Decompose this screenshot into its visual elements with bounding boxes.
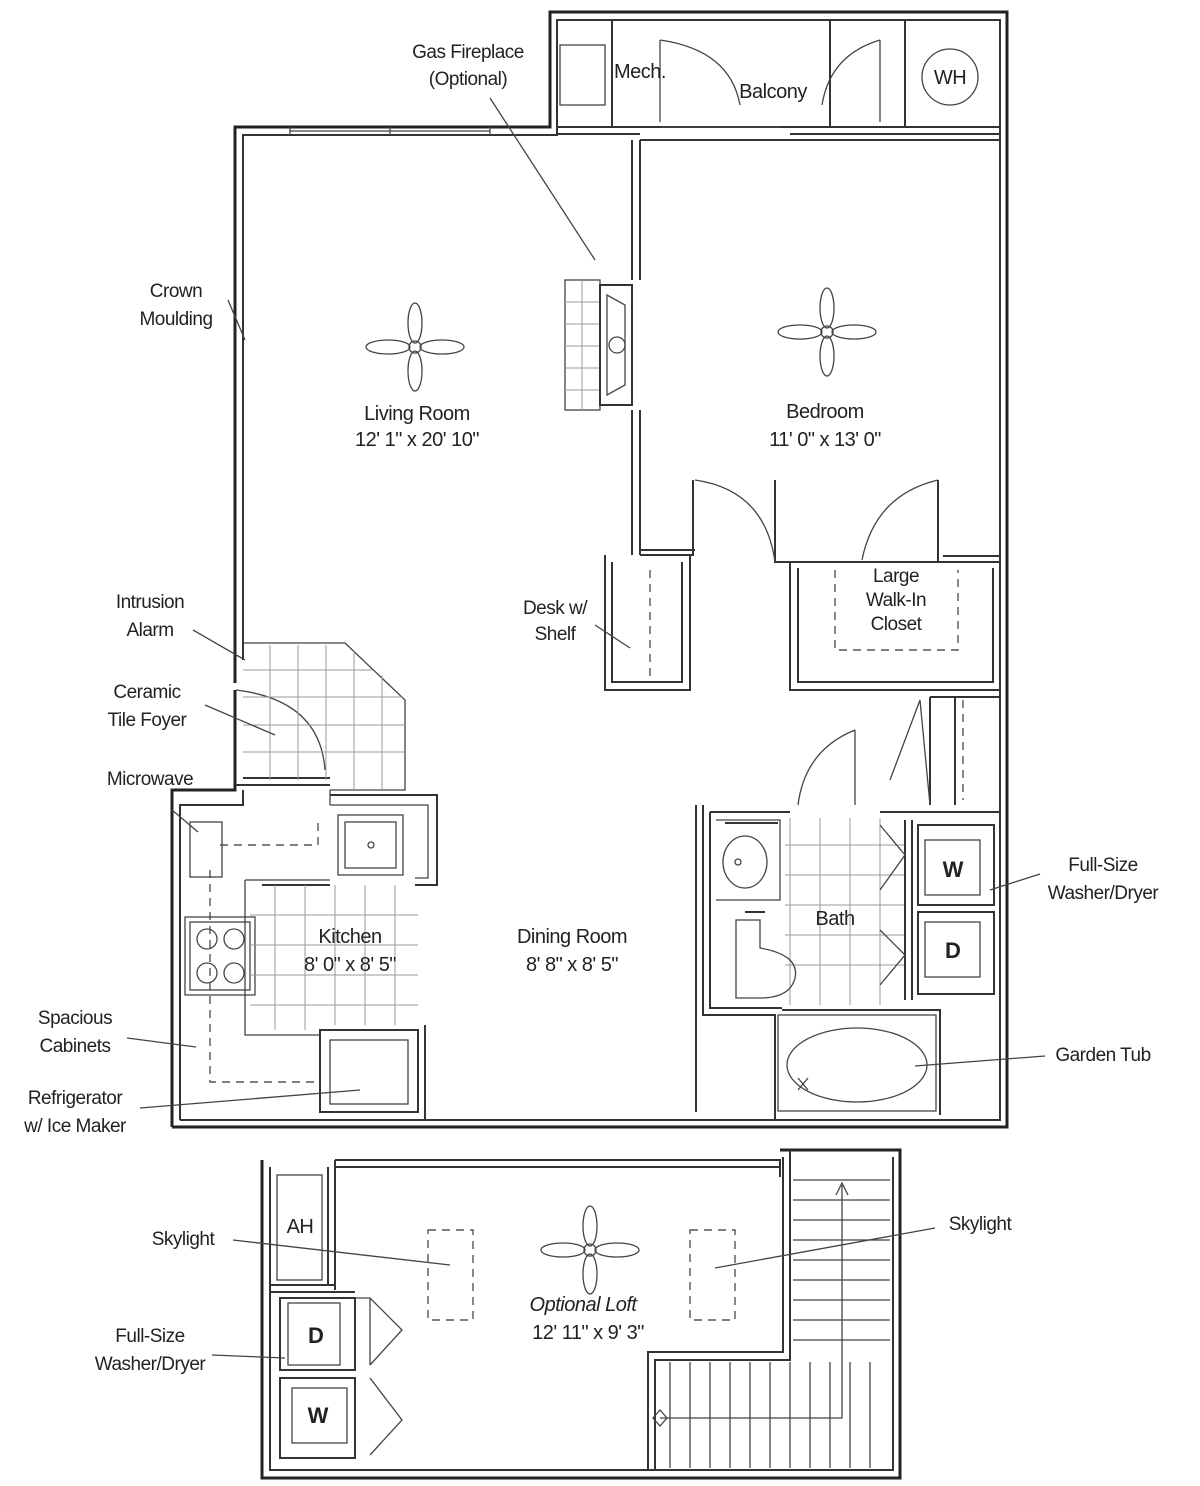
air-handler-label: AH <box>287 1216 314 1238</box>
refrigerator <box>319 1029 419 1113</box>
loft-label: Optional Loft <box>530 1294 639 1316</box>
washer-loft-label: W <box>308 1403 329 1428</box>
microwave <box>189 821 223 878</box>
washer-main-label: W <box>943 857 964 882</box>
fireplace <box>564 279 633 411</box>
crown-moulding-label-1: Crown <box>150 281 202 302</box>
balcony-door-right <box>821 39 881 122</box>
windows <box>289 126 780 135</box>
cooktop <box>184 916 256 996</box>
entry-door <box>235 689 326 771</box>
living-room-label: Living Room <box>364 403 470 425</box>
skylight-right-label: Skylight <box>949 1214 1013 1235</box>
crown-moulding-label-2: Moulding <box>139 309 212 330</box>
water-heater-label: WH <box>934 67 966 89</box>
kitchen-sink <box>337 814 404 876</box>
dryer-main <box>917 911 995 995</box>
room-labels: Living Room 12' 1" x 20' 10" Bedroom 11'… <box>304 61 927 1344</box>
main-floor-walls <box>170 10 1009 1129</box>
kitchen-size: 8' 0" x 8' 5" <box>304 954 396 976</box>
doors <box>235 479 939 806</box>
garden-tub <box>786 1027 928 1103</box>
balcony-door-left <box>659 39 741 122</box>
bath-sink <box>722 835 768 889</box>
bath-area <box>716 818 995 1112</box>
garden-tub-label: Garden Tub <box>1055 1045 1150 1066</box>
bath-label: Bath <box>815 908 854 930</box>
appliance-labels: WH AH W D D W <box>287 67 967 1428</box>
ceiling-fan-icon <box>777 287 877 377</box>
callout-labels: Gas Fireplace (Optional) Crown Moulding … <box>23 42 1160 1375</box>
kitchen-area <box>184 794 438 1113</box>
washer-dryer-loft-label-2: Washer/Dryer <box>95 1354 207 1375</box>
dryer-loft-label: D <box>308 1323 324 1348</box>
dryer-main-label: D <box>945 938 961 963</box>
stairs <box>652 1179 890 1468</box>
kitchen-label: Kitchen <box>318 926 381 948</box>
balcony-area <box>559 39 979 122</box>
water-heater <box>921 48 979 106</box>
dining-room-size: 8' 8" x 8' 5" <box>526 954 618 976</box>
intrusion-alarm-label-1: Intrusion <box>116 592 184 613</box>
ceiling-fan-icon <box>540 1205 640 1295</box>
desk-shelf-label-2: Shelf <box>535 624 577 645</box>
bedroom-label: Bedroom <box>786 401 864 423</box>
closet-label-line1: Large <box>873 566 919 587</box>
air-handler <box>276 1174 323 1281</box>
toilet <box>735 919 797 999</box>
refrigerator-label-2: w/ Ice Maker <box>23 1116 127 1137</box>
ceiling-fan-icon <box>365 302 465 392</box>
washer-dryer-main-label-1: Full-Size <box>1068 855 1137 876</box>
washer-loft <box>279 1377 356 1459</box>
desk-shelf-label-1: Desk w/ <box>523 598 588 619</box>
refrigerator-label-1: Refrigerator <box>28 1088 123 1109</box>
spacious-cabinets-label-1: Spacious <box>38 1008 112 1029</box>
microwave-label: Microwave <box>107 769 193 790</box>
ceramic-tile-label-2: Tile Foyer <box>108 710 188 731</box>
dryer-loft <box>279 1297 356 1371</box>
bedroom-size: 11' 0" x 13' 0" <box>769 429 881 451</box>
living-room-size: 12' 1" x 20' 10" <box>355 429 479 451</box>
intrusion-alarm-label-2: Alarm <box>126 620 173 641</box>
mech-unit <box>559 44 606 106</box>
gas-fireplace-label: Gas Fireplace <box>412 42 524 63</box>
skylight-right <box>689 1229 736 1321</box>
skylight-left-label: Skylight <box>152 1229 216 1250</box>
loft-walls <box>260 1148 902 1480</box>
washer-dryer-main-label-2: Washer/Dryer <box>1048 883 1160 904</box>
loft-size: 12' 11" x 9' 3" <box>532 1322 644 1344</box>
closet-label-line2: Walk-In <box>866 590 926 611</box>
spacious-cabinets-label-2: Cabinets <box>40 1036 111 1057</box>
skylight-left <box>427 1229 474 1321</box>
closet-label-line3: Closet <box>871 614 923 635</box>
washer-main <box>917 824 995 906</box>
callout-leaders <box>126 97 1046 1359</box>
mech-label: Mech. <box>614 61 666 83</box>
foyer-tile <box>243 642 406 805</box>
washer-dryer-loft-label-1: Full-Size <box>115 1326 184 1347</box>
ceramic-tile-label-1: Ceramic <box>113 682 180 703</box>
stair-direction-arrow <box>660 1185 843 1419</box>
closet-shelf <box>834 570 959 651</box>
balcony-label: Balcony <box>739 81 807 103</box>
dining-room-label: Dining Room <box>517 926 627 948</box>
gas-fireplace-optional: (Optional) <box>429 69 508 90</box>
